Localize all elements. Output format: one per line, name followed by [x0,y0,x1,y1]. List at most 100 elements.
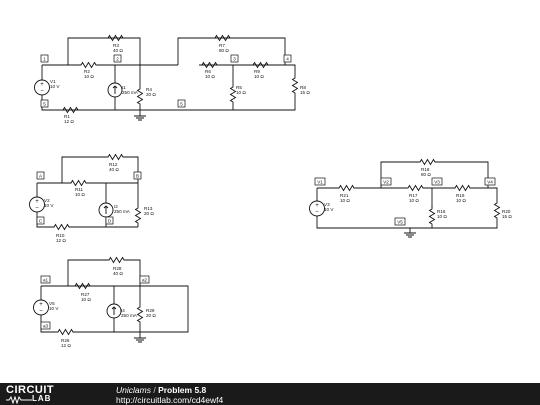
label-name: R21 [340,193,349,198]
label-name: R4 [146,87,152,92]
voltage-source-V5: + − [33,299,49,316]
label-name: R12 [109,162,118,167]
label-name: V3 [324,202,330,207]
svg-text:5: 5 [180,101,183,106]
node-tag: C [36,216,45,225]
label-value: 20 Ω [144,211,154,216]
label-value: 15 Ω [502,214,512,219]
svg-text:V1: V1 [317,179,323,184]
voltage-source-V3: + − [309,200,325,217]
label-value: 10 Ω [84,74,94,79]
current-source-I2 [98,202,114,218]
label-value: 12 Ω [56,238,66,243]
label-value: 12 Ω [64,119,74,124]
circuit-3: + − V3 10 V R21 10 Ω R18 80 Ω R17 10 Ω R… [309,159,512,238]
label-value: 40 Ω [113,48,123,53]
label-value: 10 V [49,306,59,311]
node-tag: 2 [113,54,122,63]
resistor-R11 [67,180,90,186]
node-tag: V1 [314,177,326,186]
svg-text:+: + [315,203,319,209]
svg-text:V4: V4 [487,179,493,184]
node-tag: 5 [177,99,186,108]
svg-text:a1: a1 [43,277,49,282]
current-source-I1 [107,82,123,98]
svg-text:B: B [136,173,139,178]
node-tag: a2 [139,275,150,284]
node-tag: a3 [40,321,51,330]
resistor-R10 [50,224,73,230]
label-name: R7 [219,43,225,48]
label-name: I4 [121,308,125,313]
label-name: R29 [146,308,155,313]
logo-text-top: CIRCUIT [6,384,55,396]
label-value: 40 Ω [109,167,119,172]
svg-text:a2: a2 [142,277,148,282]
circuitlab-logo[interactable]: CIRCUIT LAB [6,384,76,404]
label-value: 10 V [324,207,334,212]
author-link[interactable]: Uniclams [116,385,151,395]
resistor-R5 [230,83,236,106]
label-name: R3 [113,43,119,48]
resistor-R18 [416,159,439,165]
resistor-R12 [104,154,127,160]
resistor-R27 [72,282,93,290]
label-value: 250 mA [121,313,138,318]
node-tag: V5 [394,217,406,226]
label-value: 10 Ω [236,90,246,95]
label-value: 10 Ω [205,74,215,79]
wire [40,259,189,338]
label-name: R17 [409,193,418,198]
label-value: 10 Ω [254,74,264,79]
label-value: 10 V [50,84,60,89]
svg-text:C: C [39,218,43,223]
resistor-R20 [494,199,500,222]
node-tag: 4 [283,54,292,63]
label-value: 20 Ω [146,313,156,318]
label-name: R28 [113,266,122,271]
label-name: R5 [236,85,242,90]
resistor-R13 [135,204,141,227]
resistor-R17 [404,185,427,191]
svg-text:−: − [39,309,43,315]
svg-text:+: + [35,199,39,205]
label-name: I2 [114,204,118,209]
node-tag: V4 [484,177,496,186]
svg-text:−: − [315,210,319,216]
label-value: 10 V [44,203,54,208]
label-name: V2 [44,198,50,203]
label-value: 12 Ω [61,343,71,348]
wire [36,156,139,228]
label-name: V1 [50,79,56,84]
current-source-I4 [106,303,122,319]
svg-text:a3: a3 [43,323,49,328]
label-value: 250 mA [114,209,131,214]
svg-text:+: + [40,82,44,88]
label-name: R20 [502,209,511,214]
label-name: R26 [61,338,70,343]
label-value: 10 Ω [75,192,85,197]
ground-symbol [134,115,146,121]
ground-symbol [404,232,416,238]
node-tag: A [36,171,45,180]
label-value: 10 Ω [340,198,350,203]
footer-byline: Uniclams / Problem 5.8 [116,385,206,395]
circuit-url-link[interactable]: http://circuitlab.com/cd4ewf4 [116,395,224,405]
label-name: R2 [84,69,90,74]
separator: / [153,385,156,395]
label-value: 20 Ω [146,92,156,97]
label-value: 80 Ω [421,172,431,177]
node-tag: a1 [40,275,51,284]
node-tag: V2 [380,177,392,186]
node-tag: 1 [40,54,49,63]
resistor-R2 [77,62,100,68]
label-value: 10 Ω [409,198,419,203]
ground-symbol [134,337,146,343]
circuit-1: + − V1 10 V R1 12 Ω R2 10 Ω R3 40 Ω I1 2… [34,35,310,124]
label-name: R1 [64,114,70,119]
resistor-R28 [105,257,128,263]
label-name: R13 [144,206,153,211]
resistor-R19 [451,185,474,191]
node-tag: V3 [431,177,443,186]
node-tag: 5 [40,99,49,108]
